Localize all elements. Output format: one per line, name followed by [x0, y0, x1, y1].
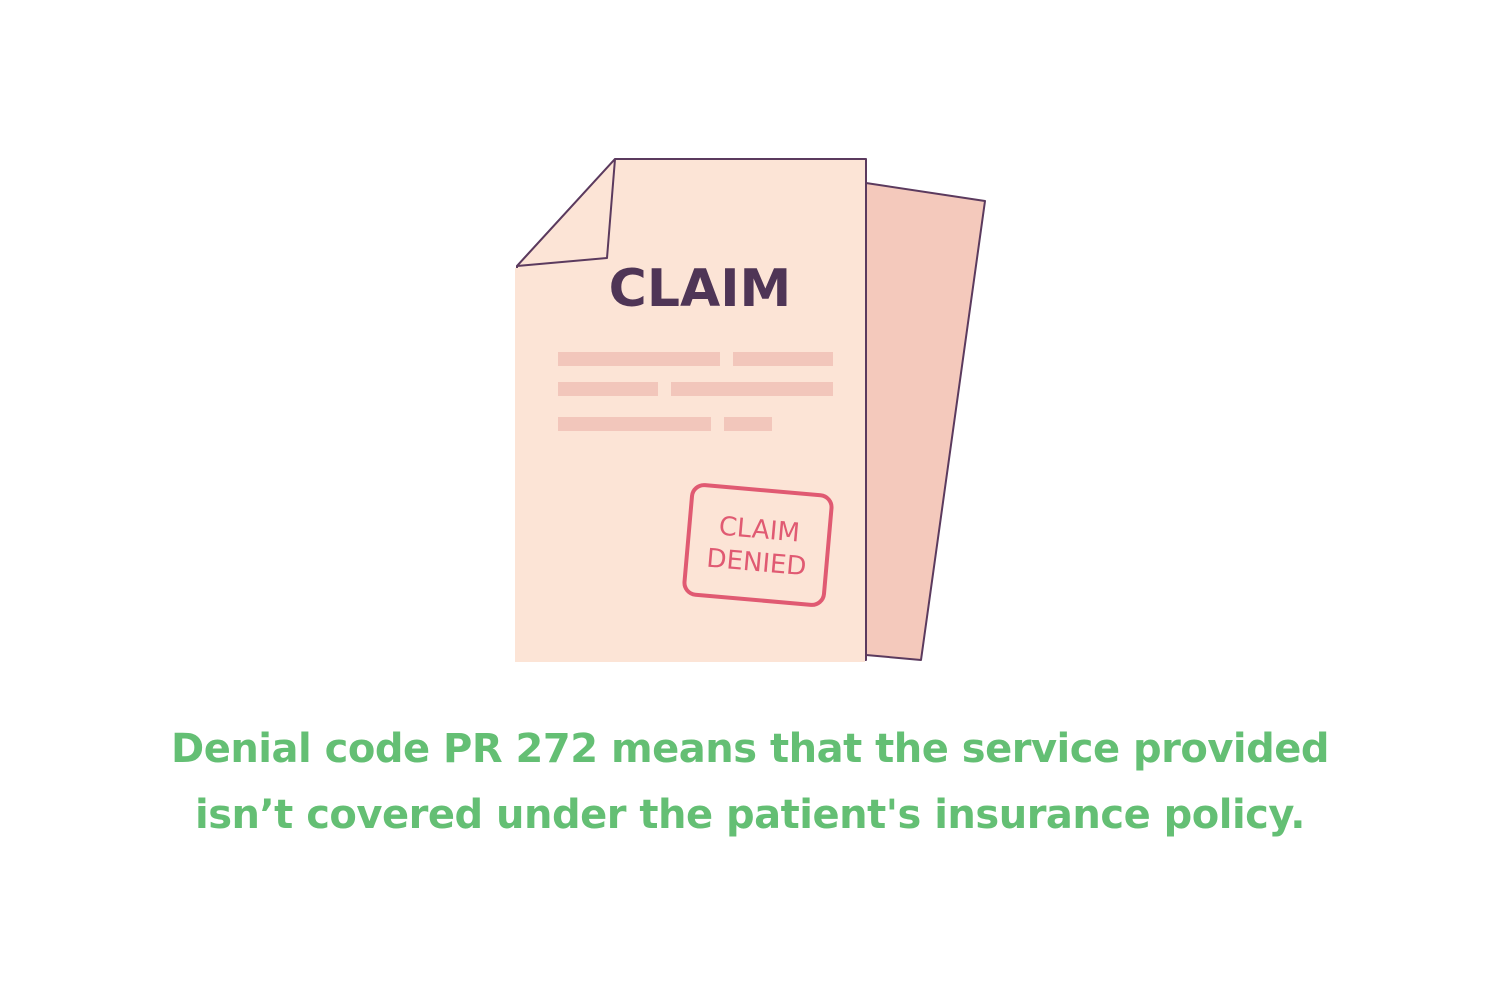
back-paper-sheet [865, 182, 986, 661]
stamp-line-1: CLAIM [718, 512, 801, 549]
claim-document-illustration: CLAIM CLAIM DENIED [515, 158, 986, 662]
document-text-lines [558, 352, 833, 431]
text-line [558, 382, 658, 396]
claim-denied-stamp: CLAIM DENIED [682, 483, 834, 607]
text-line [733, 352, 833, 366]
text-line [671, 382, 833, 396]
text-line [558, 417, 711, 431]
caption: Denial code PR 272 means that the servic… [0, 716, 1500, 848]
text-line [724, 417, 772, 431]
caption-line-1: Denial code PR 272 means that the servic… [170, 726, 1330, 772]
caption-line-2: isn’t covered under the patient's insura… [194, 792, 1306, 838]
document-heading: CLAIM [609, 259, 792, 319]
text-line [558, 352, 720, 366]
folded-corner [516, 158, 616, 267]
